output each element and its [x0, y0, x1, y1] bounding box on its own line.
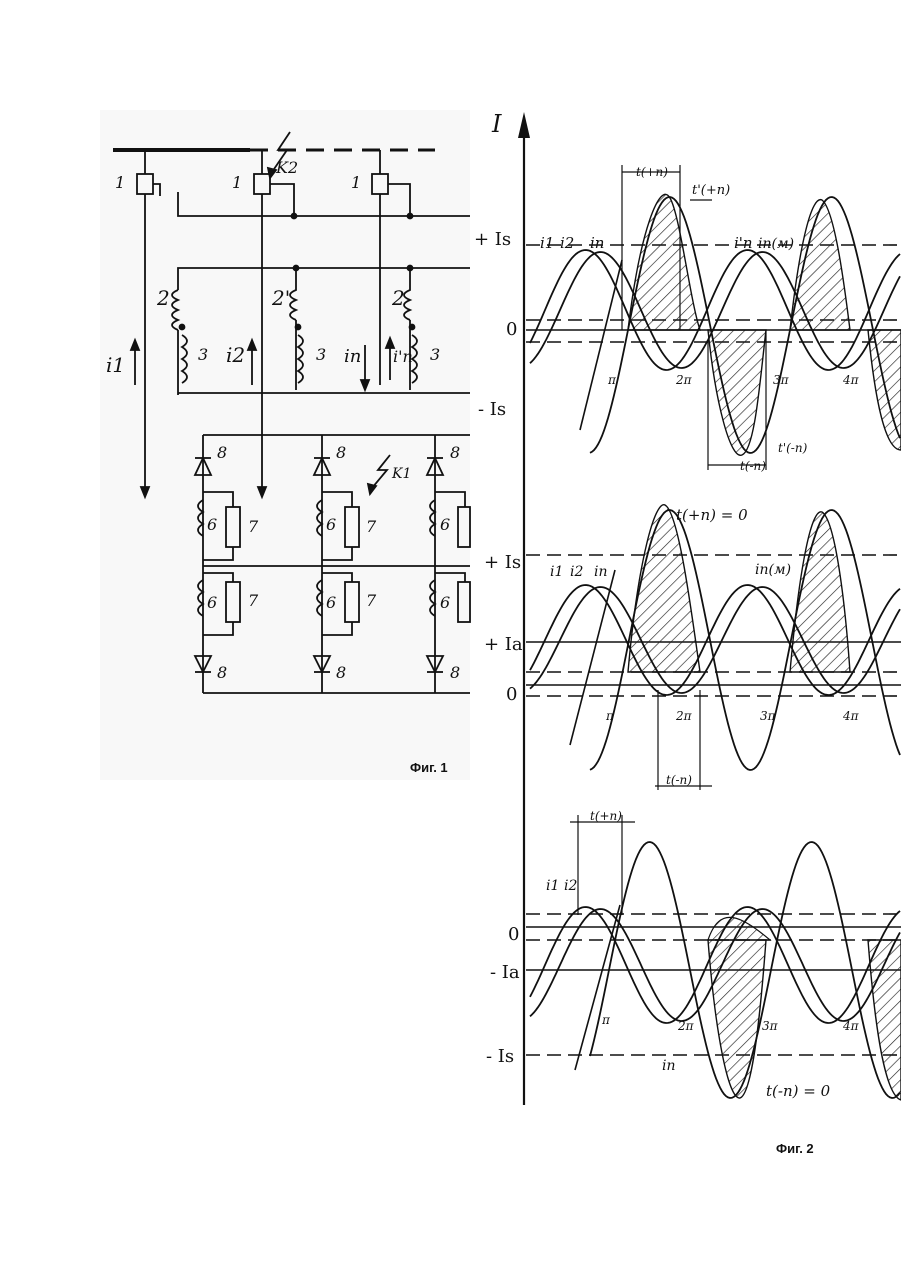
p3-minus-ia: - Ia [490, 962, 520, 983]
fig1-caption: Фиг. 1 [410, 760, 448, 775]
p2-hatch-2 [790, 512, 850, 672]
label-winding-b: 3 [316, 345, 326, 364]
p3-t-plus: t(+п) [590, 809, 622, 823]
p1-i2: i2 [560, 234, 574, 252]
p3-minus-is: - Is [486, 1046, 514, 1067]
p2-zero: 0 [506, 684, 517, 705]
p1-hatch-1 [628, 194, 700, 330]
p3-hatch-3 [708, 917, 770, 940]
p3-zero: 0 [508, 924, 519, 945]
current-axis-arrow [518, 112, 530, 138]
label-i1: i1 [106, 353, 125, 377]
p3-2pi: 2π [677, 1019, 695, 1033]
p3-3pi: 3π [762, 1019, 779, 1033]
p1-t-plus: t(+п) [636, 165, 668, 179]
label-ct-3: 2 [391, 286, 405, 310]
p3-pi: π [601, 1013, 611, 1027]
p2-t-minus: t(-п) [666, 773, 692, 787]
p1-in: in [590, 234, 604, 252]
p3-ramp-line [575, 905, 620, 1070]
p3-i2: i2 [564, 878, 577, 894]
label-k1: K1 [391, 466, 411, 482]
label-ct-1: 2 [156, 286, 170, 310]
label-winding-a: 3 [198, 345, 208, 364]
label-coil-1b: 6 [207, 593, 217, 612]
p2-pi: π [605, 709, 615, 723]
label-coil-3b: 6 [440, 593, 450, 612]
label-res-2b: 7 [366, 591, 377, 610]
label-diode-3-bot: 8 [450, 663, 460, 682]
p1-4pi: 4π [842, 373, 860, 387]
panel3-labels: 0 - Ia - Is i1 i2 in t(+п) π 2π 3π 4π t(… [486, 809, 860, 1100]
p2-i1: i1 [550, 564, 563, 580]
p2-2pi: 2π [675, 709, 693, 723]
p1-minus-is: - Is [478, 399, 506, 420]
label-res-1b: 7 [248, 591, 259, 610]
p2-in: in [594, 564, 608, 580]
p3-4pi: 4π [842, 1019, 860, 1033]
p3-note: t(-п) = 0 [766, 1082, 831, 1100]
label-in: in [344, 346, 361, 367]
p2-in-m: in(м) [755, 562, 791, 578]
p1-in-prime: i'n [734, 234, 753, 252]
label-diode-3-top: 8 [450, 443, 460, 462]
label-coil-3a: 6 [440, 515, 450, 534]
label-in-prime: i'n [393, 347, 413, 366]
p2-plus-ia: + Ia [484, 634, 523, 655]
label-diode-1-bot: 8 [217, 663, 227, 682]
waveform-panels [526, 165, 901, 1100]
p2-4pi: 4π [842, 709, 860, 723]
p1-plus-is: + Is [474, 229, 511, 250]
p3-in: in [662, 1058, 676, 1074]
p1-zero: 0 [506, 319, 517, 340]
p3-i1: i1 [546, 878, 559, 894]
label-coil-2b: 6 [326, 593, 336, 612]
label-res-1a: 7 [248, 517, 259, 536]
label-breaker-2: 1 [232, 173, 242, 192]
p1-t-minus: t(-п) [740, 459, 766, 473]
p2-plus-is: + Is [484, 552, 521, 573]
p1-ramp-line [580, 260, 622, 430]
p1-note: t(+п) = 0 [676, 506, 748, 524]
label-res-2a: 7 [366, 517, 377, 536]
label-diode-2-top: 8 [336, 443, 346, 462]
label-winding-c: 3 [430, 345, 440, 364]
p2-i2: i2 [570, 564, 583, 580]
p1-hatch-4 [868, 330, 901, 450]
label-coil-2a: 6 [326, 515, 336, 534]
label-coil-1a: 6 [207, 515, 217, 534]
p1-i1: i1 [540, 234, 554, 252]
p1-in-m: in(м) [758, 236, 794, 252]
p1-hatch-3 [790, 200, 850, 330]
label-breaker-3: 1 [351, 173, 361, 192]
fig2-caption: Фиг. 2 [776, 1141, 814, 1156]
label-ct-2: 2' [271, 286, 290, 310]
current-axis-label: I [491, 110, 502, 138]
p1-2pi: 2π [675, 373, 693, 387]
label-k2: K2 [275, 158, 298, 177]
p1-pi: π [607, 373, 617, 387]
p3-hatch-1 [708, 940, 766, 1098]
label-diode-2-bot: 8 [336, 663, 346, 682]
p1-t-minus-prime: t'(-п) [778, 441, 808, 455]
p2-3pi: 3π [760, 709, 777, 723]
label-diode-1-top: 8 [217, 443, 227, 462]
fig1-background [100, 110, 470, 780]
label-i2: i2 [226, 343, 245, 367]
label-breaker-1: 1 [115, 173, 125, 192]
p1-t-plus-prime: t'(+п) [692, 183, 730, 198]
p1-3pi: 3π [773, 373, 790, 387]
